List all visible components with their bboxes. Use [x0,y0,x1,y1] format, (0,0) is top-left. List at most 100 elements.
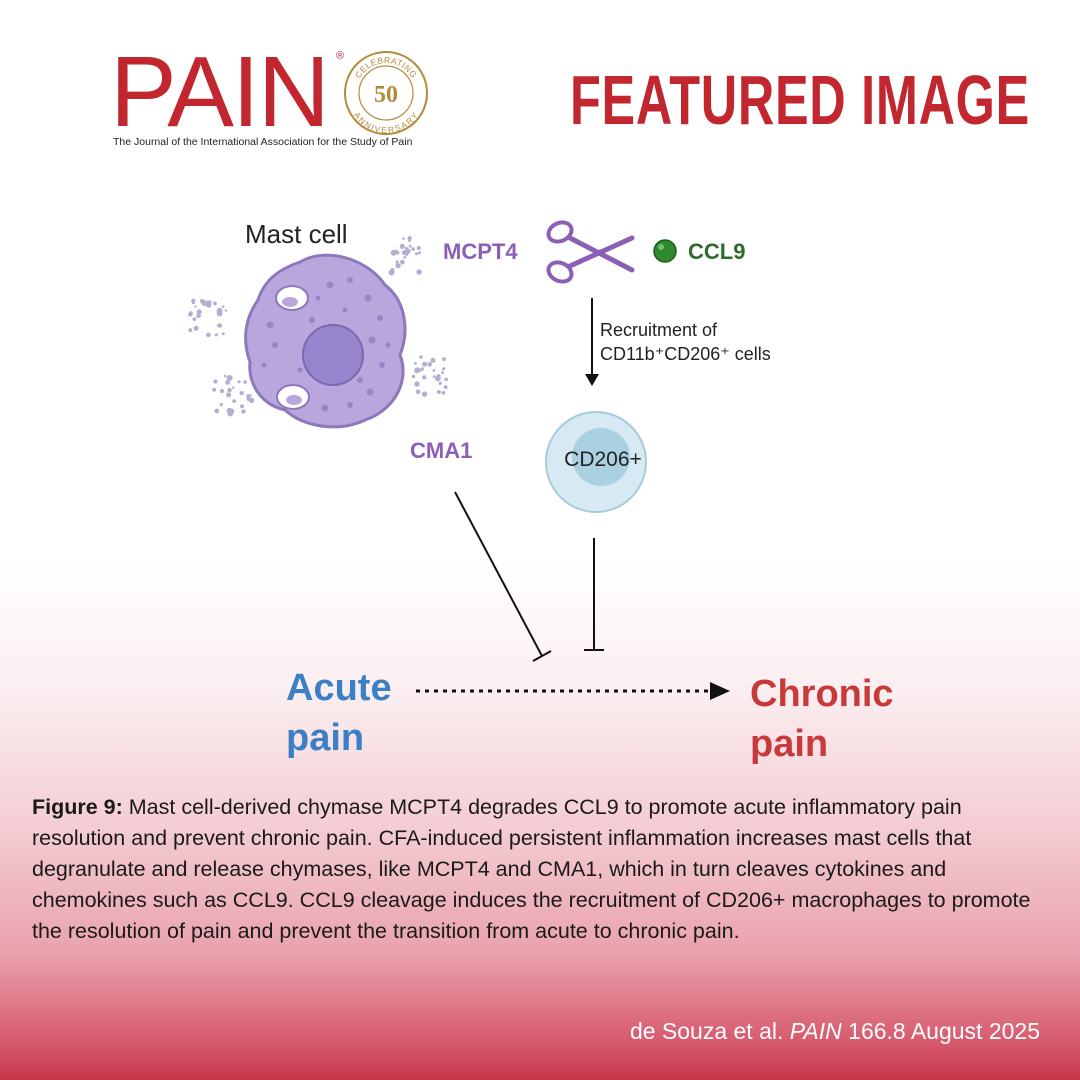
anniversary-seal-icon: CELEBRATING ANNIVERSARY 50 [344,51,428,135]
seal-number: 50 [374,82,398,108]
cma1-inhibition-line [454,491,552,662]
granule-dot [246,397,251,401]
chronic-pain-label-line2: pain [750,723,828,765]
granule-dot [414,381,420,387]
granule-dot [249,394,252,397]
mast-cell-label: Mast cell [245,219,348,249]
granule-dot [401,250,406,255]
journal-logo: PAIN [110,36,330,148]
granule-dot [438,381,442,385]
granule-dot [402,237,405,240]
ccl9-label: CCL9 [688,239,745,264]
granule-dot [237,380,241,384]
granule-dot [414,362,417,365]
granule-dot [214,408,220,414]
granule-dot [191,301,195,305]
granule-dot [216,310,223,317]
figure-number: Figure 9: [32,795,123,819]
mast-cell-icon [244,253,407,429]
granule-dot [419,355,423,359]
granule-dot [219,402,223,407]
granule-dot [408,238,412,242]
granule-dot [432,369,436,372]
ccl9-molecule-icon [653,239,677,263]
cd206-label: CD206+ [564,448,642,471]
granule-dot [207,300,212,305]
granule-dot [227,387,232,393]
granule-dot [232,399,237,403]
granule-dot [221,305,225,309]
mcpt4-label: MCPT4 [443,239,518,264]
granule-dot [231,386,235,389]
granule-dot [414,252,419,256]
granule-dot [436,374,441,379]
granule-dot [414,367,421,373]
granule-dot [226,408,231,413]
granule-dot [416,246,421,250]
granule-dot [241,409,246,414]
featured-image-title: FEATURED IMAGE [570,61,1030,139]
granule-dot [214,333,218,337]
granule-dot [395,260,399,264]
granule-dot [411,374,416,379]
granule-dot [192,317,197,321]
granule-dot [239,404,245,409]
granule-dot [213,379,218,384]
granule-dot [393,249,398,254]
granule-dot [196,313,202,319]
granule-dot [430,357,436,363]
granule-dot [212,387,217,392]
granule-dot [420,367,425,371]
registered-mark: ® [336,50,345,62]
granule-dot [239,391,244,396]
granule-dot [226,392,232,398]
granule-dot [250,399,254,403]
granule-dot [243,380,247,384]
granule-dot [415,389,421,395]
granule-dot [442,357,446,362]
granule-dot [188,312,193,317]
scissors-icon [546,220,635,284]
granule-dot [221,332,225,336]
granule-dot [217,323,221,328]
citation-journal: PAIN [789,1018,842,1044]
granule-dot [193,325,199,331]
citation-authors: de Souza et al. [629,1018,790,1044]
granule-dot [226,375,233,381]
granule-dot [427,361,433,367]
acute-pain-label-line2: pain [286,717,364,759]
granule-dot [403,256,407,259]
granule-dot [199,298,205,304]
granule-dot [194,305,197,308]
figure-caption: Figure 9: Mast cell-derived chymase MCPT… [32,792,1042,947]
granule-dot [400,259,405,265]
granule-dot [188,328,193,333]
granule-dot [196,309,202,315]
granule-dot [443,385,448,389]
granule-dot [418,251,422,255]
journal-tagline: The Journal of the International Associa… [113,136,413,148]
citation: de Souza et al. PAIN 166.8 August 2025 [630,1018,1040,1045]
granule-dot [422,375,427,380]
granule-dots [188,236,449,417]
granule-dot [422,361,428,367]
chronic-pain-label-line1: Chronic [750,673,894,715]
granule-dot [444,377,449,382]
citation-issue: 166.8 August 2025 [841,1018,1040,1044]
granule-dot [395,263,401,269]
recruitment-label-line2: CD11b⁺CD206⁺ cells [600,344,771,364]
granule-dot [411,247,416,251]
granule-dot [225,380,231,385]
granule-dot [408,244,412,248]
granule-dot [213,301,217,306]
granule-dot [219,389,225,394]
caption-text: Mast cell-derived chymase MCPT4 degrades… [32,795,1031,943]
granule-dot [441,391,446,395]
granule-dot [442,367,446,371]
granule-dot [421,391,428,397]
granule-dot [416,269,422,275]
granule-dot [399,243,405,249]
acute-pain-label-line1: Acute [286,667,392,709]
granule-dot [436,390,441,394]
granule-dot [441,371,445,374]
